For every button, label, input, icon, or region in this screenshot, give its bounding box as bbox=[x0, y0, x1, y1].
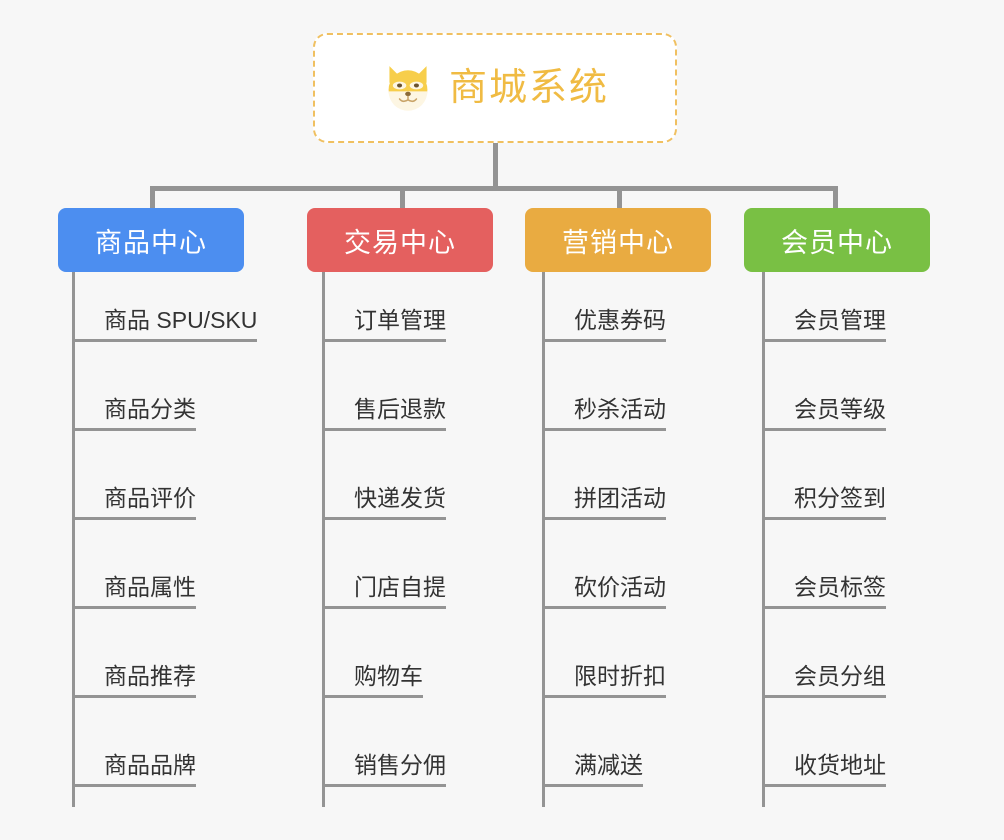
leaf-label: 销售分佣 bbox=[354, 751, 446, 778]
category-header-marketing[interactable]: 营销中心 bbox=[525, 208, 711, 272]
leaf-item[interactable]: 积分签到 bbox=[762, 468, 886, 520]
leaf-item[interactable]: 商品品牌 bbox=[72, 735, 196, 787]
leaf-item[interactable]: 门店自提 bbox=[322, 557, 446, 609]
leaf-label: 门店自提 bbox=[354, 573, 446, 600]
shiba-dog-face-icon bbox=[388, 66, 428, 111]
leaf-label: 商品推荐 bbox=[104, 662, 196, 689]
leaf-item[interactable]: 订单管理 bbox=[322, 290, 446, 342]
root-title: 商城系统 bbox=[448, 67, 609, 109]
leaf-item[interactable]: 售后退款 bbox=[322, 379, 446, 431]
leaf-item[interactable]: 购物车 bbox=[322, 646, 423, 698]
category-header-trade[interactable]: 交易中心 bbox=[307, 208, 493, 272]
connector-drop-col-2 bbox=[617, 186, 622, 210]
leaf-item[interactable]: 商品属性 bbox=[72, 557, 196, 609]
leaf-item[interactable]: 会员分组 bbox=[762, 646, 886, 698]
leaf-item[interactable]: 商品 SPU/SKU bbox=[72, 290, 258, 342]
leaf-label: 满减送 bbox=[574, 751, 643, 778]
column-spine-0 bbox=[72, 272, 75, 807]
leaf-label: 会员标签 bbox=[794, 573, 886, 600]
leaf-label: 快递发货 bbox=[354, 484, 446, 511]
leaf-label: 限时折扣 bbox=[574, 662, 666, 689]
category-header-product[interactable]: 商品中心 bbox=[58, 208, 244, 272]
leaf-label: 售后退款 bbox=[354, 395, 446, 422]
leaf-item[interactable]: 销售分佣 bbox=[322, 735, 446, 787]
leaf-label: 收货地址 bbox=[794, 751, 886, 778]
leaf-label: 商品 SPU/SKU bbox=[104, 306, 258, 333]
leaf-label: 订单管理 bbox=[354, 306, 446, 333]
leaf-item[interactable]: 会员管理 bbox=[762, 290, 886, 342]
column-spine-3 bbox=[762, 272, 765, 807]
leaf-item[interactable]: 商品评价 bbox=[72, 468, 196, 520]
column-spine-1 bbox=[322, 272, 325, 807]
connector-drop-col-0 bbox=[150, 186, 155, 210]
connector-drop-col-3 bbox=[833, 186, 838, 210]
category-header-member[interactable]: 会员中心 bbox=[744, 208, 930, 272]
leaf-label: 拼团活动 bbox=[574, 484, 666, 511]
leaf-label: 秒杀活动 bbox=[574, 395, 666, 422]
leaf-label: 商品分类 bbox=[104, 395, 196, 422]
leaf-item[interactable]: 满减送 bbox=[542, 735, 643, 787]
leaf-item[interactable]: 限时折扣 bbox=[542, 646, 666, 698]
leaf-item[interactable]: 优惠券码 bbox=[542, 290, 666, 342]
connector-bus bbox=[150, 186, 838, 191]
leaf-label: 商品品牌 bbox=[104, 751, 196, 778]
leaf-label: 商品属性 bbox=[104, 573, 196, 600]
leaf-item[interactable]: 会员标签 bbox=[762, 557, 886, 609]
leaf-item[interactable]: 收货地址 bbox=[762, 735, 886, 787]
connector-stem bbox=[493, 143, 498, 190]
leaf-label: 会员管理 bbox=[794, 306, 886, 333]
root-node[interactable]: 商城系统 bbox=[313, 33, 677, 143]
connector-drop-col-1 bbox=[400, 186, 405, 210]
leaf-item[interactable]: 快递发货 bbox=[322, 468, 446, 520]
leaf-label: 会员等级 bbox=[794, 395, 886, 422]
leaf-label: 砍价活动 bbox=[574, 573, 666, 600]
leaf-label: 商品评价 bbox=[104, 484, 196, 511]
leaf-item[interactable]: 商品分类 bbox=[72, 379, 196, 431]
column-spine-2 bbox=[542, 272, 545, 807]
leaf-label: 优惠券码 bbox=[574, 306, 666, 333]
leaf-item[interactable]: 商品推荐 bbox=[72, 646, 196, 698]
leaf-label: 购物车 bbox=[354, 662, 423, 689]
leaf-item[interactable]: 砍价活动 bbox=[542, 557, 666, 609]
leaf-label: 会员分组 bbox=[794, 662, 886, 689]
leaf-item[interactable]: 拼团活动 bbox=[542, 468, 666, 520]
leaf-item[interactable]: 秒杀活动 bbox=[542, 379, 666, 431]
leaf-item[interactable]: 会员等级 bbox=[762, 379, 886, 431]
leaf-label: 积分签到 bbox=[794, 484, 886, 511]
